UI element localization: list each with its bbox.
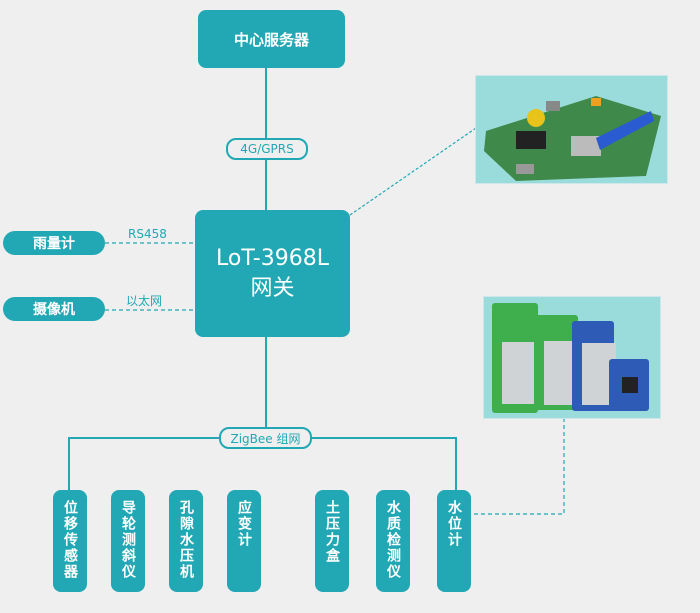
sensor-strain-gauge[interactable]: 应变计 <box>227 490 261 592</box>
sensor-label: 土压力盒 <box>324 500 340 564</box>
zigbee-label: ZigBee 组网 <box>219 427 312 449</box>
sensor-label: 导轮测斜仪 <box>120 500 136 580</box>
module-photo-link <box>474 418 565 515</box>
rain-gauge-link-label: RS458 <box>128 227 167 241</box>
rain-gauge-label: 雨量计 <box>33 236 75 252</box>
sensor-inclinometer[interactable]: 导轮测斜仪 <box>111 490 145 592</box>
zigbee-label-text: ZigBee 组网 <box>230 431 301 446</box>
rain-gauge[interactable]: 雨量计 <box>3 231 105 255</box>
sensor-piezometer[interactable]: 孔隙水压机 <box>169 490 203 592</box>
camera[interactable]: 摄像机 <box>3 297 105 321</box>
gateway-photo-link <box>349 127 477 216</box>
sensor-label: 位移传感器 <box>62 500 78 580</box>
sensor-displacement[interactable]: 位移传感器 <box>53 490 87 592</box>
uplink-label-text: 4G/GPRS <box>240 142 294 156</box>
uplink-label: 4G/GPRS <box>226 138 308 160</box>
sensor-label: 水质检测仪 <box>385 500 401 580</box>
gateway-board-image <box>475 75 668 184</box>
central-server[interactable]: 中心服务器 <box>198 10 345 68</box>
camera-link-label: 以太网 <box>126 294 163 308</box>
zigbee-module-image <box>483 296 661 419</box>
circuit-board-icon <box>484 96 661 181</box>
sensor-label: 孔隙水压机 <box>178 500 194 580</box>
sensor-label: 应变计 <box>236 500 252 548</box>
sensor-water-level[interactable]: 水位计 <box>437 490 471 592</box>
zigbee-modules-icon <box>492 303 649 413</box>
central-server-label: 中心服务器 <box>233 30 309 49</box>
sensor-label: 水位计 <box>446 500 462 548</box>
gateway-type: 网关 <box>250 275 295 301</box>
sensor-earth-pressure[interactable]: 土压力盒 <box>315 490 349 592</box>
gateway-model: LoT-3968L <box>216 245 329 271</box>
gateway[interactable]: LoT-3968L 网关 <box>195 210 350 337</box>
camera-label: 摄像机 <box>33 302 75 318</box>
sensor-water-quality[interactable]: 水质检测仪 <box>376 490 410 592</box>
